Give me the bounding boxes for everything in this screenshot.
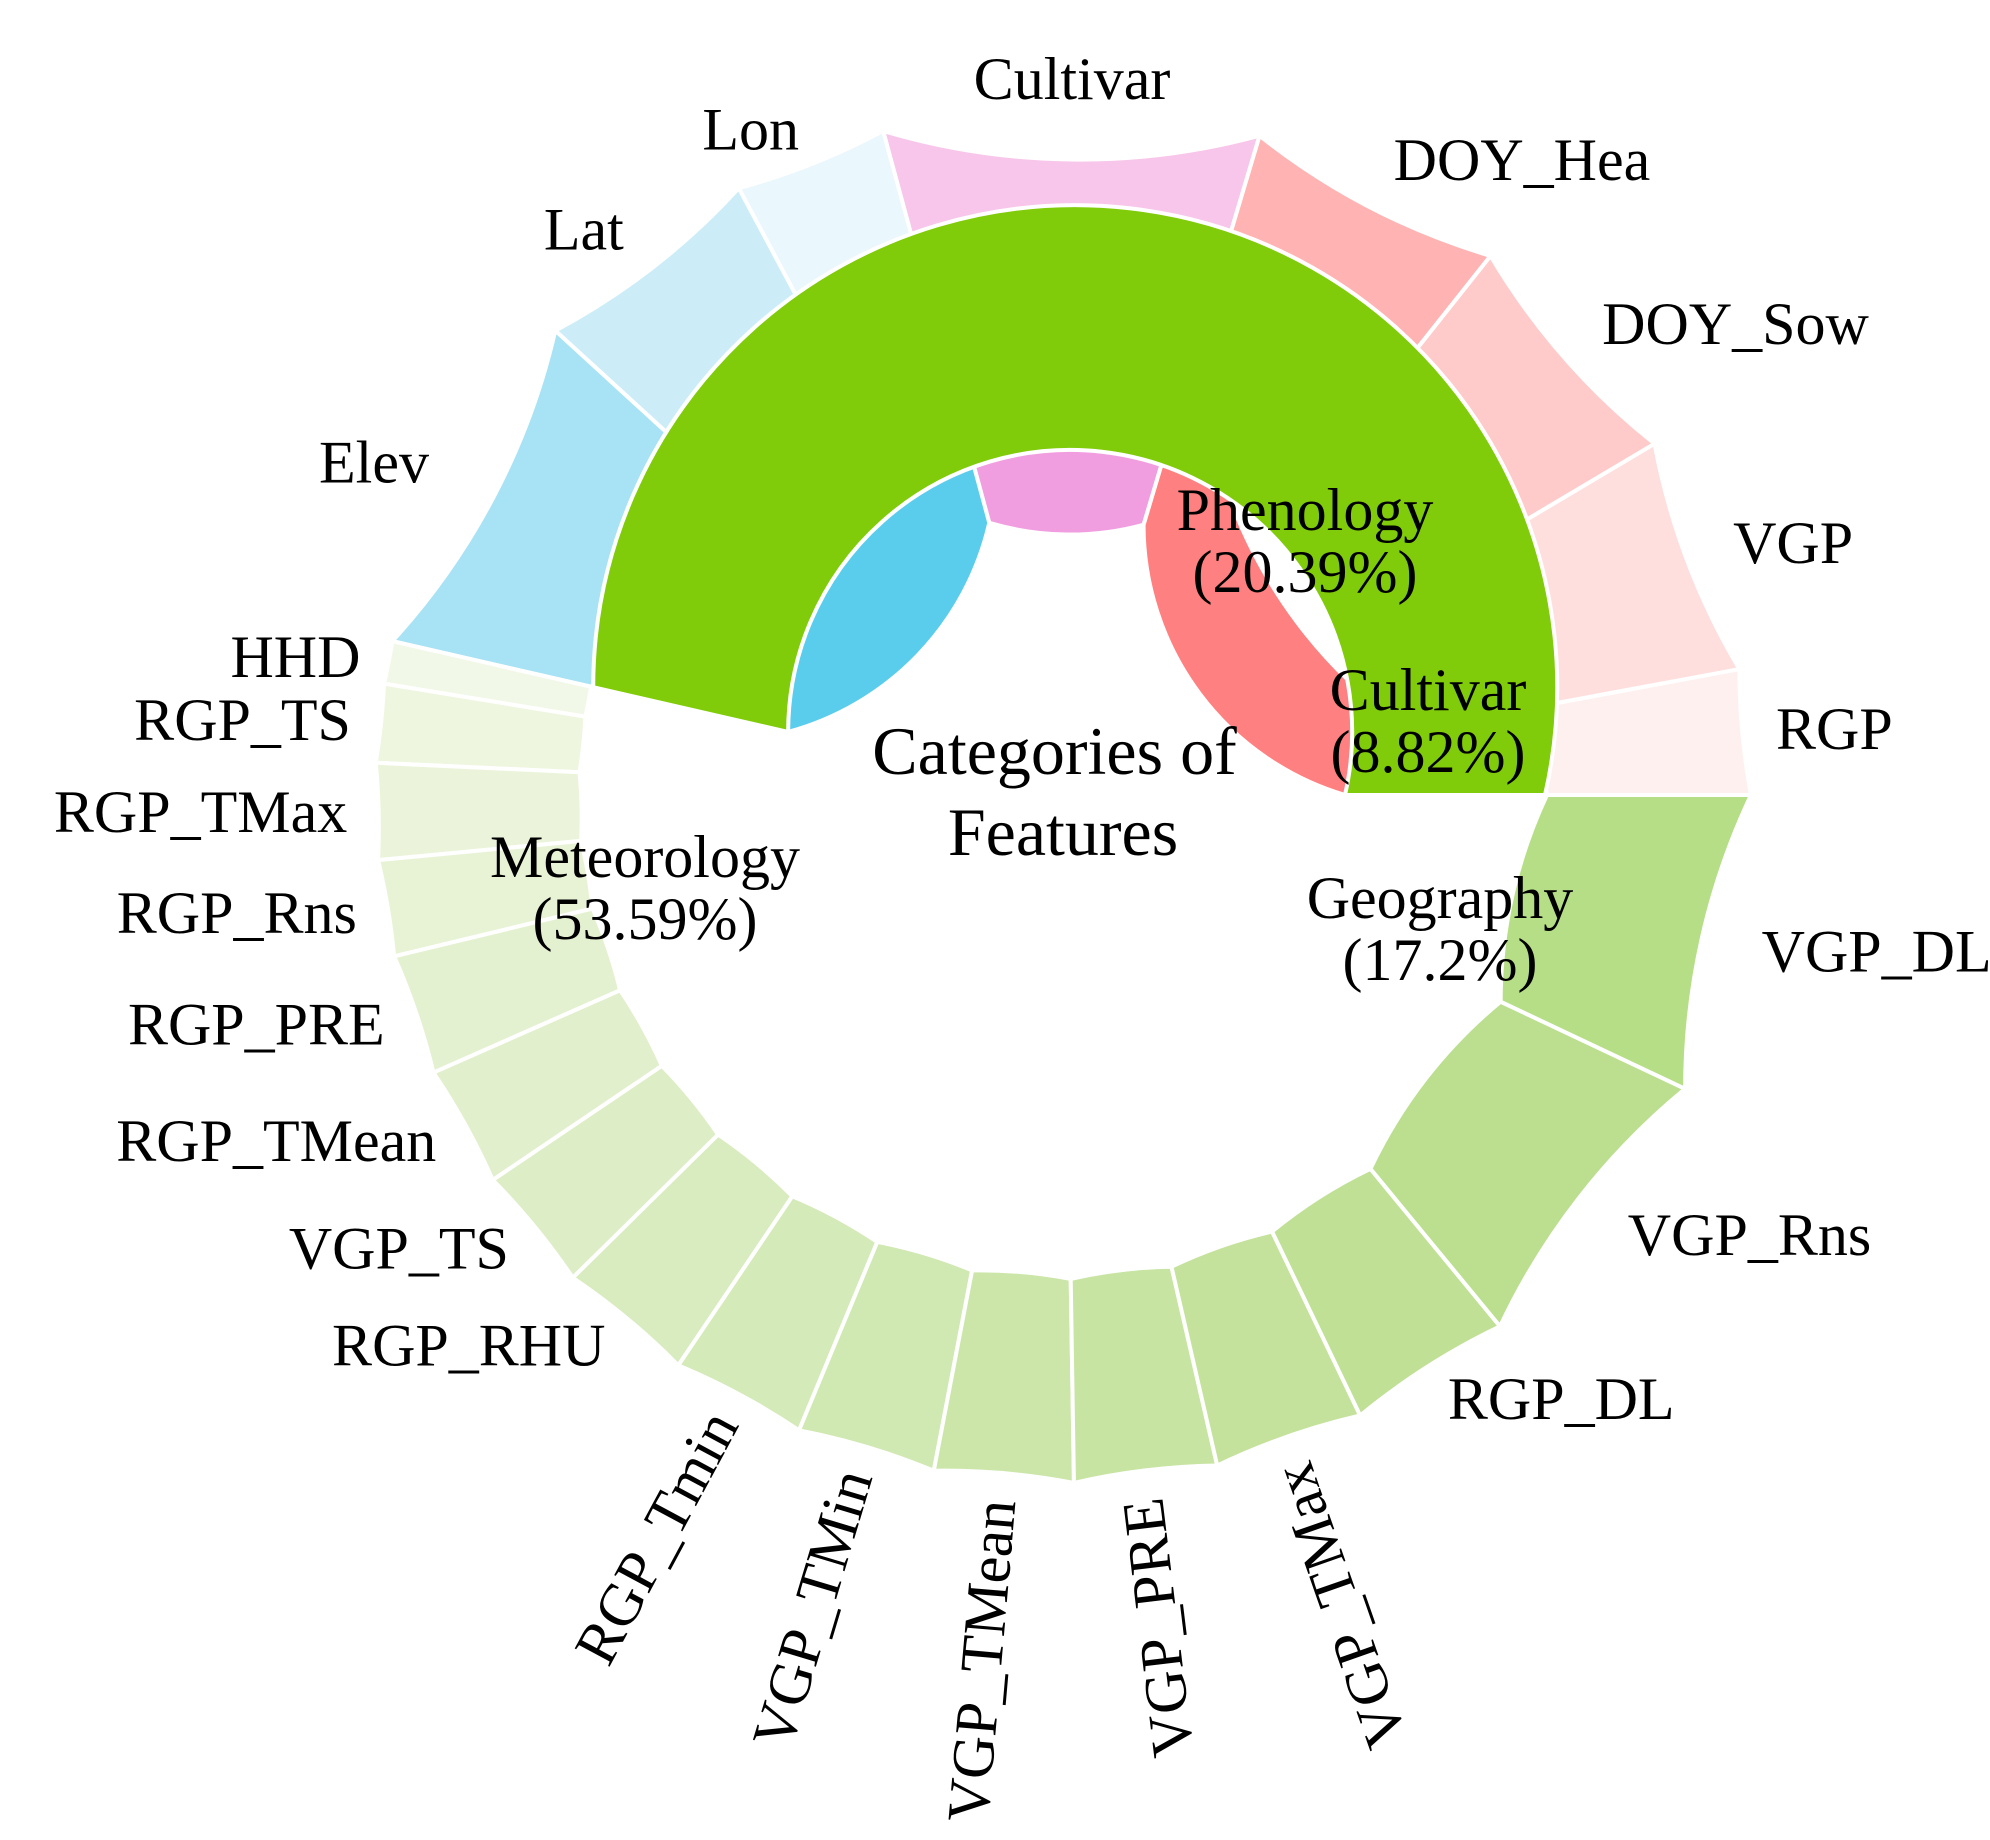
outer-label-vgp-tmean: VGP_TMean (935, 1497, 1029, 1825)
outer-label-vgp: VGP (1733, 510, 1853, 576)
inner-label-name: Phenology (1177, 477, 1434, 543)
outer-slice-rgp-rhu (569, 1132, 795, 1369)
outer-slice-rgp-tmax (373, 760, 584, 863)
inner-label-percent: (8.82%) (1331, 719, 1526, 785)
inner-label-name: Cultivar (1330, 657, 1527, 723)
inner-label-percent: (17.2%) (1343, 927, 1538, 993)
outer-slice-vgp-pre (1068, 1264, 1220, 1486)
outer-label-vgp-tmin: VGP_TMin (740, 1462, 886, 1756)
inner-label-phenology: Phenology(20.39%) (1177, 477, 1434, 605)
outer-label-vgp-tmax: VGP_TMax (1260, 1454, 1420, 1756)
outer-label-lat: Lat (544, 197, 624, 263)
outer-label-doy-sow: DOY_Sow (1602, 291, 1869, 357)
outer-label-rgp-tmean: RGP_TMean (116, 1108, 436, 1174)
outer-label-hhd: HHD (230, 624, 360, 690)
outer-label-vgp-rns: VGP_Rns (1628, 1202, 1871, 1268)
outer-label-rgp: RGP (1776, 696, 1893, 762)
outer-label-vgp-dl: VGP_DL (1762, 919, 1990, 985)
outer-slice-rgp-tmean (430, 987, 665, 1183)
outer-label-rgp-ts: RGP_TS (134, 687, 351, 753)
outer-label-rgp-pre: RGP_PRE (128, 991, 385, 1057)
inner-label-cultivar: Cultivar(8.82%) (1330, 657, 1527, 785)
outer-slice-rgp-tmin (675, 1193, 880, 1434)
outer-slice-vgp-dl (1498, 793, 1755, 1092)
inner-label-percent: (53.59%) (533, 886, 758, 952)
outer-slice-vgp-rns (1368, 999, 1689, 1331)
outer-slice-vgp-tmean (931, 1268, 1076, 1486)
outer-label-lon: Lon (702, 96, 799, 162)
center-label-line-1: Categories of (872, 713, 1237, 789)
inner-label-name: Meteorology (490, 824, 800, 890)
outer-label-rgp-tmin: RGP_Tmin (562, 1400, 751, 1675)
inner-label-geography: Geography(17.2%) (1307, 865, 1574, 993)
outer-label-rgp-rns: RGP_Rns (117, 880, 357, 946)
outer-slice-rgp-pre (391, 906, 623, 1076)
outer-label-rgp-dl: RGP_DL (1448, 1366, 1675, 1432)
outer-label-cultivar: Cultivar (974, 46, 1171, 112)
outer-slice-vgp-ts (489, 1063, 721, 1281)
outer-label-rgp-rhu: RGP_RHU (332, 1313, 605, 1379)
inner-slice-meteorology (591, 203, 1560, 797)
outer-slice-rgp-ts (373, 681, 588, 775)
outer-label-vgp-ts: VGP_TS (289, 1215, 509, 1281)
outer-label-rgp-tmax: RGP_TMax (54, 779, 347, 845)
inner-label-name: Geography (1307, 865, 1574, 931)
outer-slice-rgp-dl (1269, 1166, 1504, 1419)
outer-slice-rgp-rns (375, 838, 595, 959)
inner-label-meteorology: Meteorology(53.59%) (490, 824, 800, 952)
inner-labels: Phenology(20.39%) Cultivar(8.82%) Geograph… (490, 477, 1573, 993)
outer-slice-vgp-tmax (1169, 1229, 1364, 1469)
outer-label-doy-hea: DOY_Hea (1394, 127, 1651, 193)
center-label-line-2: Features (948, 794, 1178, 870)
outer-slice-vgp-tmin (796, 1239, 975, 1474)
inner-label-percent: (20.39%) (1193, 539, 1418, 605)
outer-label-elev: Elev (319, 429, 429, 495)
outer-label-vgp-pre: VGP_PRE (1109, 1495, 1206, 1761)
inner-ring (591, 203, 1560, 797)
center-label: Categories of Features (872, 713, 1253, 870)
